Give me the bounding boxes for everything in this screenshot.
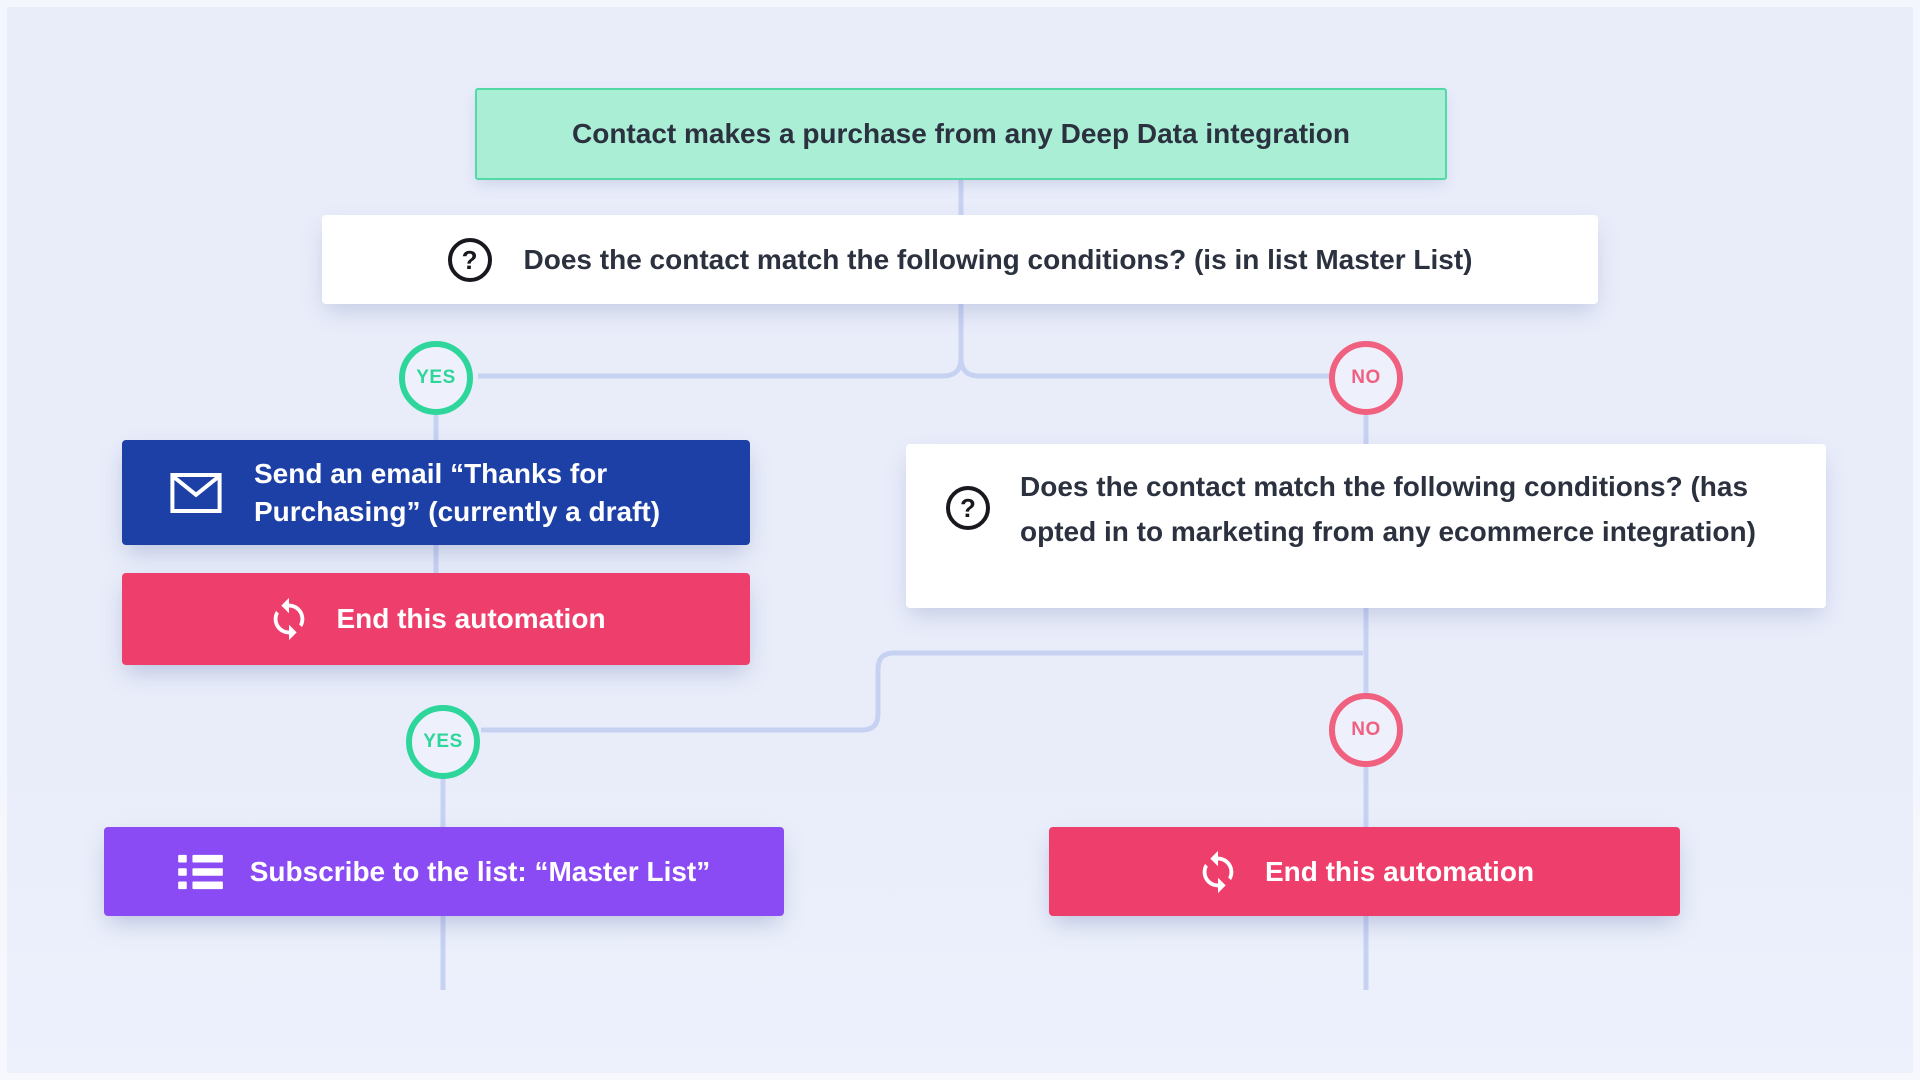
condition2-label: Does the contact match the following con… (1020, 471, 1756, 547)
subscribe-list-label: Subscribe to the list: “Master List” (249, 855, 711, 887)
sync-arrows-icon (266, 596, 312, 642)
wire-condition2-yes-elbow (481, 650, 1363, 733)
question-mark-icon: ? (946, 486, 990, 530)
branch1-no-label: NO (1351, 367, 1381, 388)
branch1-yes-badge: YES (399, 341, 473, 415)
bullet-list-icon (177, 853, 224, 891)
sync-arrows-icon (1195, 849, 1241, 895)
send-email-node[interactable]: Send an email “Thanks for Purchasing” (c… (122, 440, 750, 545)
envelope-icon (170, 472, 222, 514)
end-automation-label-2: End this automation (1264, 855, 1535, 887)
trigger-label: Contact makes a purchase from any Deep D… (572, 118, 1350, 149)
branch2-no-label: NO (1351, 719, 1381, 740)
branch2-yes-badge: YES (406, 705, 480, 779)
wire-condition1-no (958, 304, 1332, 379)
end-automation-node-1[interactable]: End this automation (122, 573, 750, 665)
branch1-no-badge: NO (1329, 341, 1403, 415)
branch2-yes-label: YES (423, 731, 463, 752)
trigger-node[interactable]: Contact makes a purchase from any Deep D… (475, 88, 1447, 180)
condition1-label: Does the contact match the following con… (523, 243, 1473, 275)
condition2-node[interactable]: ? Does the contact match the following c… (906, 444, 1826, 608)
end-automation-node-2[interactable]: End this automation (1049, 827, 1680, 916)
wire-condition1-yes (478, 304, 964, 379)
branch1-yes-label: YES (416, 367, 456, 388)
send-email-label: Send an email “Thanks for Purchasing” (c… (254, 457, 661, 527)
condition1-node[interactable]: ? Does the contact match the following c… (322, 215, 1598, 304)
question-mark-icon: ? (447, 237, 492, 282)
end-automation-label-1: End this automation (336, 603, 606, 634)
subscribe-list-node[interactable]: Subscribe to the list: “Master List” (104, 827, 784, 916)
branch2-no-badge: NO (1329, 693, 1403, 767)
